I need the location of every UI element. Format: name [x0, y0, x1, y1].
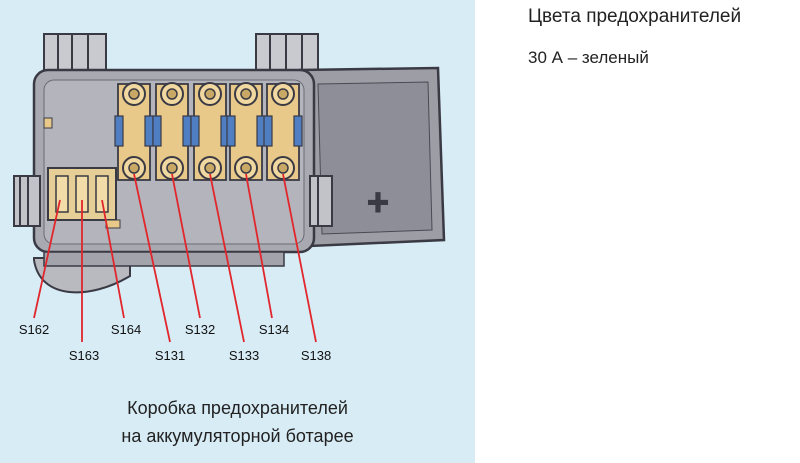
maxi-fuse — [114, 82, 154, 181]
leader-line — [282, 173, 317, 343]
leader-line — [101, 199, 125, 319]
caption-line-1: Коробка предохранителей — [127, 398, 348, 418]
fuse-label: S162 — [19, 322, 49, 337]
maxi-fuse — [226, 82, 266, 181]
leader-line — [245, 173, 273, 319]
leader-line — [33, 199, 61, 319]
caption-line-2: на аккумуляторной ботарее — [121, 426, 354, 446]
fuse-label: S133 — [229, 348, 259, 363]
maxi-fuse — [152, 82, 192, 181]
fuse-label: S134 — [259, 322, 289, 337]
maxi-fuse-row — [114, 82, 303, 181]
plus-symbol: + — [367, 182, 389, 224]
fuse-label: S163 — [69, 348, 99, 363]
connector-clip-right — [255, 33, 319, 73]
maxi-fuse — [263, 82, 303, 181]
fuse-label: S132 — [185, 322, 215, 337]
side-latch-right — [309, 175, 333, 227]
leader-line — [209, 173, 245, 343]
connector-clip-left — [43, 33, 107, 73]
leader-lines — [33, 173, 317, 343]
maxi-fuse — [190, 82, 230, 181]
fuse-label: S131 — [155, 348, 185, 363]
leader-line — [133, 173, 171, 343]
legend-item-30a: 30 А – зеленый — [528, 48, 649, 67]
fuse-label: S138 — [301, 348, 331, 363]
fuse-label: S164 — [111, 322, 141, 337]
leader-line — [171, 173, 201, 319]
side-latch-left — [13, 175, 41, 227]
legend-title: Цвета предохранителей — [528, 6, 742, 27]
